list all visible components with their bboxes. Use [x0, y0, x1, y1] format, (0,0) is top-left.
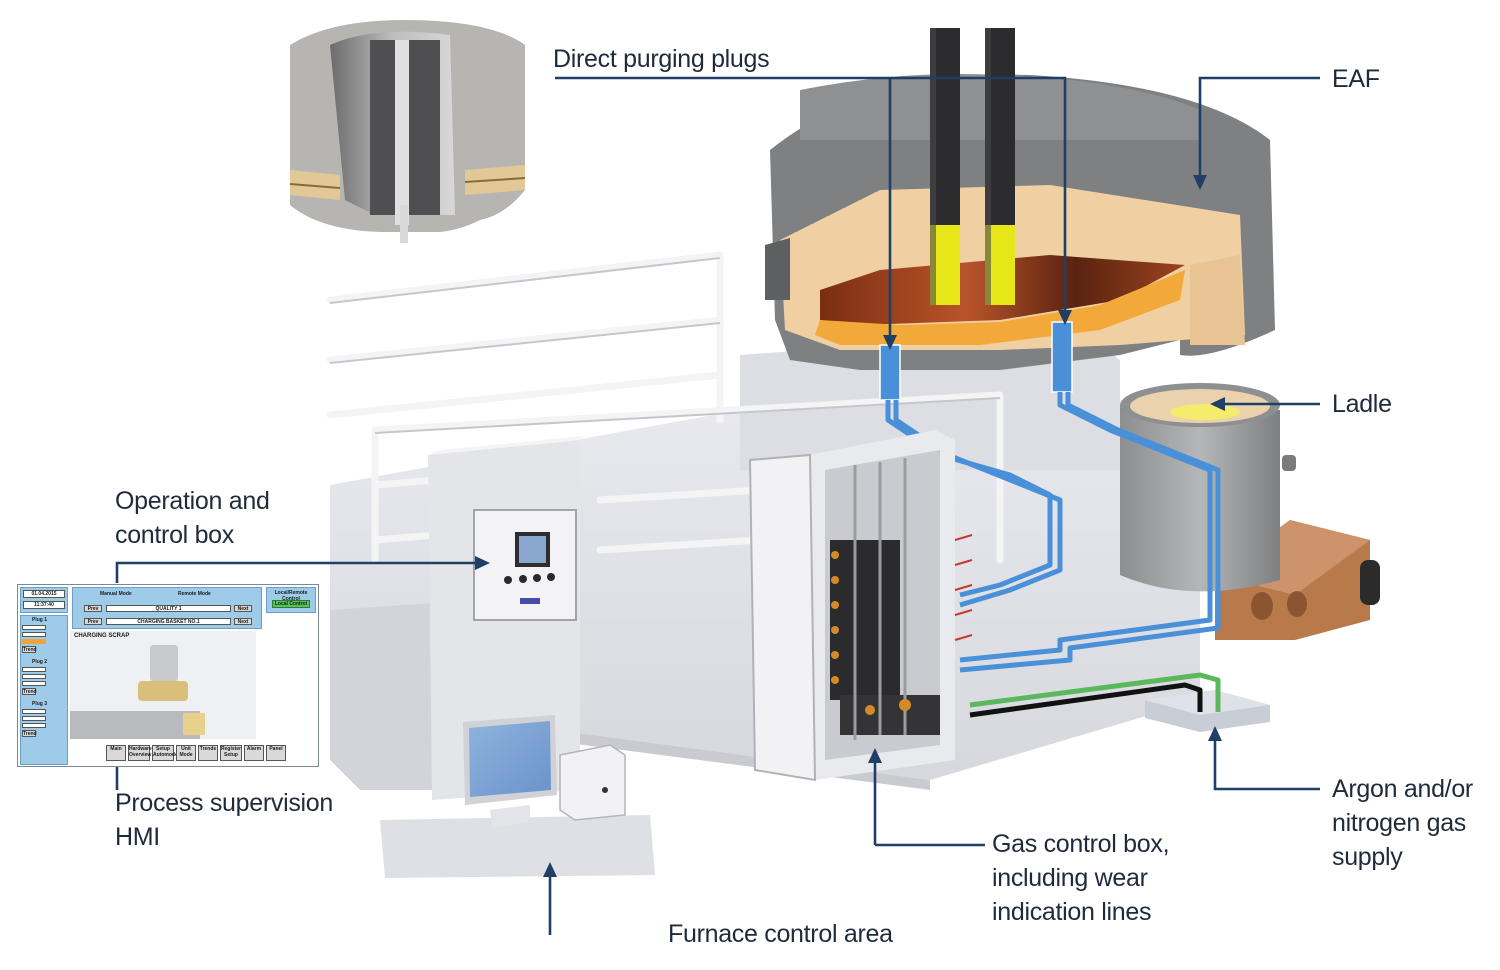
- label-process-supervision-hmi: Process supervision HMI: [115, 786, 333, 854]
- leader-arrowheads: [475, 175, 1225, 877]
- label-gas-control-box: Gas control box, including wear indicati…: [992, 827, 1170, 929]
- operation-control-panel: [428, 436, 585, 800]
- gas-control-cabinet: [748, 430, 973, 782]
- hmi-plug-1-label: Plug 1: [32, 617, 48, 623]
- hmi-charging-basket: CHARGING BASKET NO.1: [106, 618, 231, 625]
- hmi-plug-1-trend-button[interactable]: Trend: [22, 646, 37, 653]
- label-direct-purging-plugs: Direct purging plugs: [553, 45, 770, 73]
- purging-plug-cutaway: [289, 20, 526, 243]
- label-furnace-control-area: Furnace control area: [668, 920, 893, 948]
- hmi-nav-hardware-overview[interactable]: Hardware Overview: [128, 745, 152, 761]
- hmi-plug-3-field-2: [22, 716, 46, 721]
- gas-pipes: [885, 392, 1221, 673]
- hmi-screenshot: 01.04.2015 11:37:40 Manual Mode Remote M…: [17, 584, 319, 767]
- hmi-plug-3-field-3: [22, 723, 46, 728]
- hmi-plug-2-field-3: [22, 681, 46, 686]
- furnace-bottom-plugs: [879, 321, 1073, 401]
- hmi-nav-unit-mode[interactable]: Unit Mode: [176, 745, 196, 761]
- hmi-plug-3-label: Plug 3: [32, 701, 48, 707]
- hmi-time: 11:37:40: [23, 601, 65, 609]
- label-gas-control-line-1: Gas control box,: [992, 830, 1170, 858]
- hmi-scrap-basket-icon: [150, 645, 178, 681]
- hmi-plug-1-field-3: [22, 639, 46, 644]
- electrodes: [930, 28, 1015, 305]
- hmi-prev-button[interactable]: Prev: [84, 605, 102, 612]
- hmi-nav-main[interactable]: Main: [106, 745, 126, 761]
- label-gas-control-line-2: including wear: [992, 864, 1148, 892]
- hmi-manual-mode: Manual Mode: [100, 591, 132, 597]
- hmi-nav-panel[interactable]: Panel: [266, 745, 286, 761]
- hmi-local-control-button[interactable]: Local Control: [272, 600, 310, 608]
- hmi-plug-3-trend-button[interactable]: Trend: [22, 730, 37, 737]
- hmi-nav-alarm[interactable]: Alarm: [244, 745, 264, 761]
- inert-gas-line: [969, 672, 1221, 718]
- label-hmi-line-2: HMI: [115, 823, 160, 851]
- hmi-quality: QUALITY 1: [106, 605, 231, 612]
- label-gas-supply: Argon and/or nitrogen gas supply: [1332, 772, 1473, 874]
- hmi-ladle-icon: [183, 713, 205, 735]
- hmi-remote-mode: Remote Mode: [178, 591, 211, 597]
- hmi-date: 01.04.2015: [23, 590, 65, 598]
- label-gas-control-line-3: indication lines: [992, 898, 1152, 926]
- hmi-plug-2-trend-button[interactable]: Trend: [22, 688, 37, 695]
- hmi-nav-register-setup[interactable]: Register Setup: [220, 745, 242, 761]
- hmi-plug-2-label: Plug 2: [32, 659, 48, 665]
- label-hmi-line-1: Process supervision: [115, 789, 334, 817]
- label-ladle: Ladle: [1332, 390, 1392, 418]
- label-gas-supply-line-3: supply: [1332, 843, 1403, 871]
- leader-lines: [115, 76, 1320, 935]
- hmi-next-button[interactable]: Next: [234, 605, 252, 612]
- hmi-nav-setup-automode[interactable]: Setup Automode: [152, 745, 178, 761]
- hmi-prev-button-2[interactable]: Prev: [84, 618, 102, 625]
- hmi-furnace-icon: [138, 681, 188, 701]
- hmi-plug-1-field-1: [22, 625, 46, 630]
- hmi-plug-3-field-1: [22, 709, 46, 714]
- eaf-furnace: [765, 74, 1275, 371]
- hmi-nav-trends[interactable]: Trends: [198, 745, 218, 761]
- hmi-plug-1-field-2: [22, 632, 46, 637]
- hmi-plug-2-field-2: [22, 674, 46, 679]
- hmi-platform-icon: [70, 711, 200, 739]
- hmi-plug-2-field-1: [22, 667, 46, 672]
- label-operation-line-2: control box: [115, 521, 234, 549]
- hmi-charging-scrap-title: CHARGING SCRAP: [74, 633, 130, 639]
- label-gas-supply-line-1: Argon and/or: [1332, 775, 1473, 803]
- label-operation-control-box: Operation and control box: [115, 484, 270, 552]
- workstation: [463, 715, 626, 828]
- label-eaf: EAF: [1332, 65, 1380, 93]
- label-gas-supply-line-2: nitrogen gas: [1332, 809, 1466, 837]
- hmi-local-remote-label: Local/Remote Control: [274, 590, 308, 602]
- label-operation-line-1: Operation and: [115, 487, 270, 515]
- gas-supply-block: [1145, 690, 1270, 732]
- hmi-next-button-2[interactable]: Next: [234, 618, 252, 625]
